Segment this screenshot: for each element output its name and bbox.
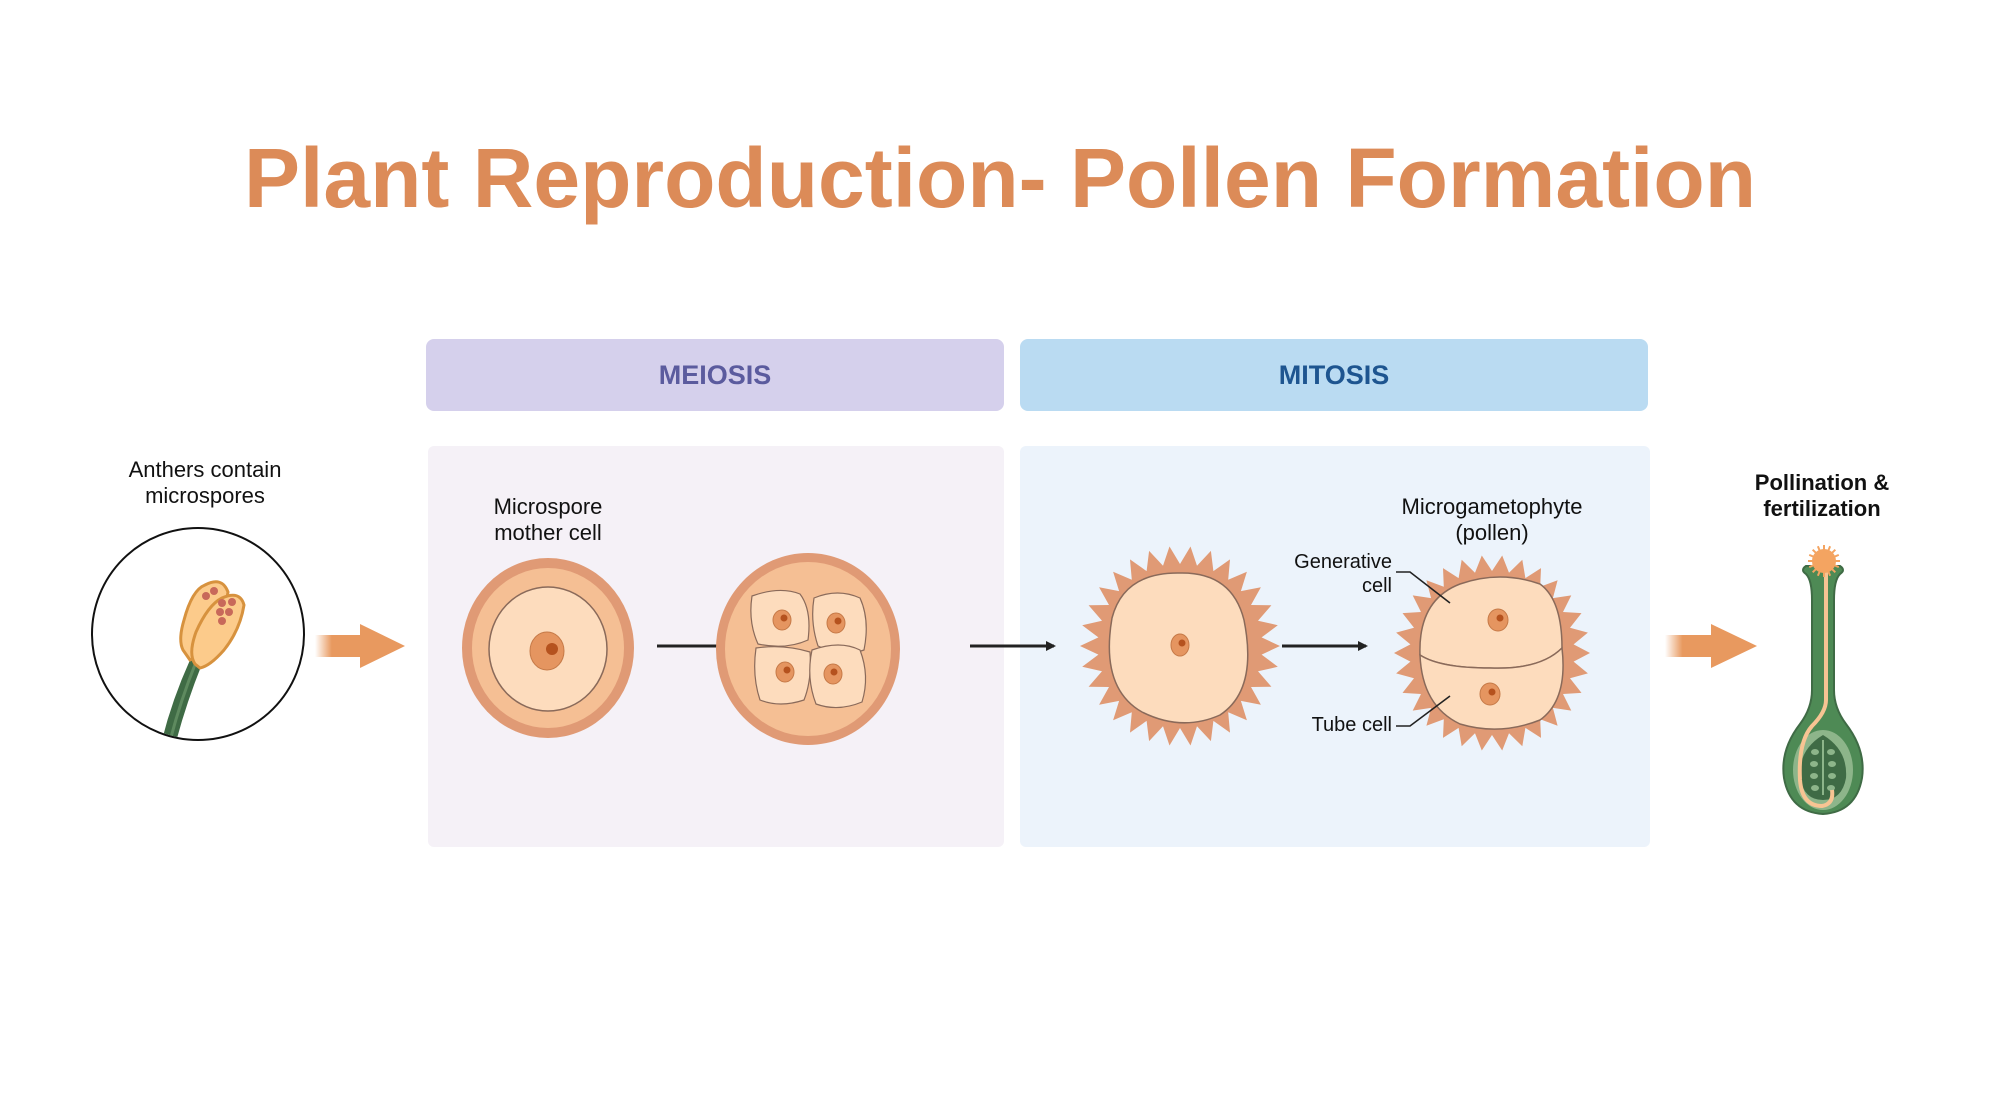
generative-label-line1: Generative [1294, 551, 1392, 573]
pollen-tube [1797, 570, 1835, 809]
mitosis-label: MITOSIS [1278, 359, 1390, 390]
microgametophyte-label: Microgametophyte (pollen) [1362, 494, 1622, 546]
tube-cell-label: Tube cell [1311, 714, 1392, 736]
mmc-label-line2: mother cell [494, 520, 602, 545]
arrow-to-meiosis [315, 624, 405, 668]
anthers-label: Anthers contain microspores [105, 457, 305, 509]
mitosis-header: MITOSIS [1020, 339, 1648, 411]
anthers-label-line2: microspores [145, 483, 265, 508]
mmc-label-line1: Microspore [493, 494, 603, 519]
generative-cell-leader [1396, 571, 1451, 604]
tube-cell-leader [1396, 695, 1451, 727]
generative-label-line2: cell [1361, 575, 1392, 597]
arrow-to-pollination [1665, 624, 1757, 668]
anthers-label-line1: Anthers contain [128, 457, 282, 482]
microspores [202, 587, 236, 625]
microspore-mother-cell-label: Microspore mother cell [448, 494, 648, 546]
pollination-label-line2: fertilization [1763, 496, 1881, 521]
microgametophyte-label-line1: Microgametophyte [1401, 494, 1583, 519]
pollen-on-stigma [1812, 549, 1836, 573]
microspore [1080, 546, 1280, 746]
anther-illustration [91, 527, 305, 741]
page-title: Plant Reproduction- Pollen Formation [244, 131, 1756, 225]
meiosis-label: MEIOSIS [658, 359, 772, 390]
tetrad [716, 553, 900, 745]
microgametophyte-label-line2: (pollen) [1455, 520, 1529, 545]
pistil [1782, 545, 1864, 816]
microspore-mother-cell [462, 558, 634, 738]
pollination-label: Pollination & fertilization [1722, 470, 1922, 522]
pollen-grain [1394, 555, 1590, 751]
generative-cell-label: Generative cell [1260, 550, 1392, 598]
anther-lobes [179, 580, 246, 670]
meiosis-header: MEIOSIS [426, 339, 1004, 411]
pollination-label-line1: Pollination & [1754, 470, 1890, 495]
